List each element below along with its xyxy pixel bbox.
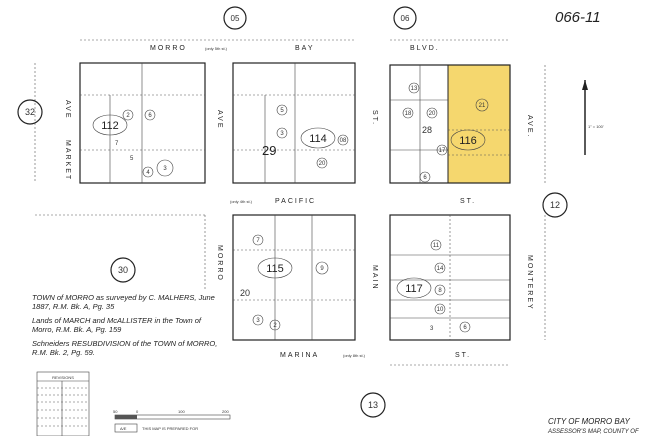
lot-numbers: 6 2 7 5 4 3 3 5 20 08 13 18 20 17 21 6 7… — [115, 82, 489, 333]
map-label: 20 — [240, 288, 250, 298]
block-112 — [79, 62, 206, 184]
map-label: 117 — [405, 283, 423, 295]
map-label: 12 — [550, 200, 560, 210]
map-book-circles: 05 06 32 12 30 13 — [17, 6, 568, 418]
map-label: MARKET — [64, 140, 71, 181]
map-label: 14 — [437, 266, 444, 272]
map-label: (only 5th st.) — [205, 46, 228, 51]
map-label: ST. — [455, 352, 471, 359]
street-edges — [34, 39, 546, 366]
map-label: 7 — [256, 238, 260, 244]
map-label: AVE — [216, 110, 223, 130]
map-label: 21 — [479, 103, 486, 109]
map-label: 2 — [273, 323, 277, 329]
north-arrow-icon: 1" = 100' — [582, 80, 604, 155]
reference-3: Schneiders RESUBDIVISION of the TOWN of … — [32, 339, 218, 357]
map-label: 32 — [25, 107, 35, 117]
map-label: 3 — [163, 166, 167, 172]
map-label: THIS MAP IS PREPARED FOR — [142, 426, 198, 431]
map-label: 06 — [401, 14, 410, 23]
map-label: 18 — [405, 111, 412, 117]
map-label: 200 — [222, 409, 229, 414]
revisions-table: REVISIONS — [36, 371, 90, 436]
map-label: 3 — [280, 131, 284, 137]
map-label: 3 — [256, 318, 260, 324]
map-label: A/E — [120, 426, 127, 431]
map-label: ST. — [460, 198, 476, 205]
map-label: 30 — [118, 265, 128, 275]
map-label: 20 — [429, 111, 436, 117]
reference-1: TOWN of MORRO as surveyed by C. MALHERS,… — [32, 293, 215, 311]
map-label: MONTEREY — [526, 255, 533, 311]
map-label: 112 — [101, 120, 119, 132]
map-label: 11 — [433, 243, 440, 249]
map-number: 066-11 — [555, 9, 601, 26]
map-label: 17 — [439, 148, 446, 154]
street-morro: MORRO — [150, 45, 187, 52]
map-label: BLVD. — [410, 45, 440, 52]
block-115 — [232, 214, 356, 341]
map-label: 29 — [262, 143, 276, 158]
map-label: 28 — [422, 125, 432, 135]
map-label: 115 — [266, 263, 284, 275]
map-label: 1" = 100' — [588, 124, 604, 129]
map-label: 100 — [178, 409, 185, 414]
map-label: 20 — [319, 161, 326, 167]
street-marina: MARINA — [280, 352, 319, 359]
scale-bar: 50 0 100 200 A/E THIS MAP IS PREPARED FO… — [113, 409, 231, 433]
map-label: 08 — [340, 138, 347, 144]
map-label: 0 — [136, 409, 139, 414]
map-label: 2 — [126, 113, 130, 119]
map-label: 10 — [437, 307, 444, 313]
block-114 — [232, 62, 356, 184]
map-label: 114 — [309, 133, 327, 145]
map-label: MAIN — [371, 265, 378, 291]
block-117 — [389, 214, 511, 341]
city-label: CITY OF MORRO BAY — [548, 417, 630, 426]
map-label: 6 — [463, 325, 467, 331]
map-label: 6 — [423, 175, 427, 181]
map-label: 05 — [231, 14, 240, 23]
map-label: 7 — [115, 141, 119, 147]
map-label: AVE — [64, 100, 71, 120]
map-label: AVE. — [526, 115, 533, 138]
map-label: 5 — [280, 108, 284, 114]
highlighted-parcel[interactable] — [447, 64, 511, 184]
map-label: 6 — [148, 113, 152, 119]
map-label: 4 — [146, 170, 150, 176]
street-pacific: PACIFIC — [275, 198, 316, 205]
map-label: 9 — [320, 266, 324, 272]
map-label: 13 — [368, 400, 378, 410]
map-label: ST. — [371, 110, 378, 126]
map-label: MORRO — [216, 245, 223, 282]
county-label: ASSESSOR'S MAP, COUNTY OF — [547, 429, 639, 435]
block-116 — [389, 64, 511, 184]
map-label: 50 — [113, 409, 118, 414]
reference-2: Lands of MARCH and McALLISTER in the Tow… — [32, 316, 201, 334]
map-label: 3 — [430, 326, 434, 332]
map-label: REVISIONS — [52, 375, 74, 380]
block-numbers: 112 114 116 115 117 29 20 28 — [92, 114, 486, 299]
map-label: 5 — [130, 156, 134, 162]
map-label: 8 — [438, 288, 442, 294]
map-label: BAY — [295, 45, 315, 52]
map-label: (only 4th st.) — [230, 199, 253, 204]
map-label: 116 — [459, 135, 477, 147]
map-label: 13 — [411, 86, 418, 92]
map-label: (only 8th st.) — [343, 353, 366, 358]
